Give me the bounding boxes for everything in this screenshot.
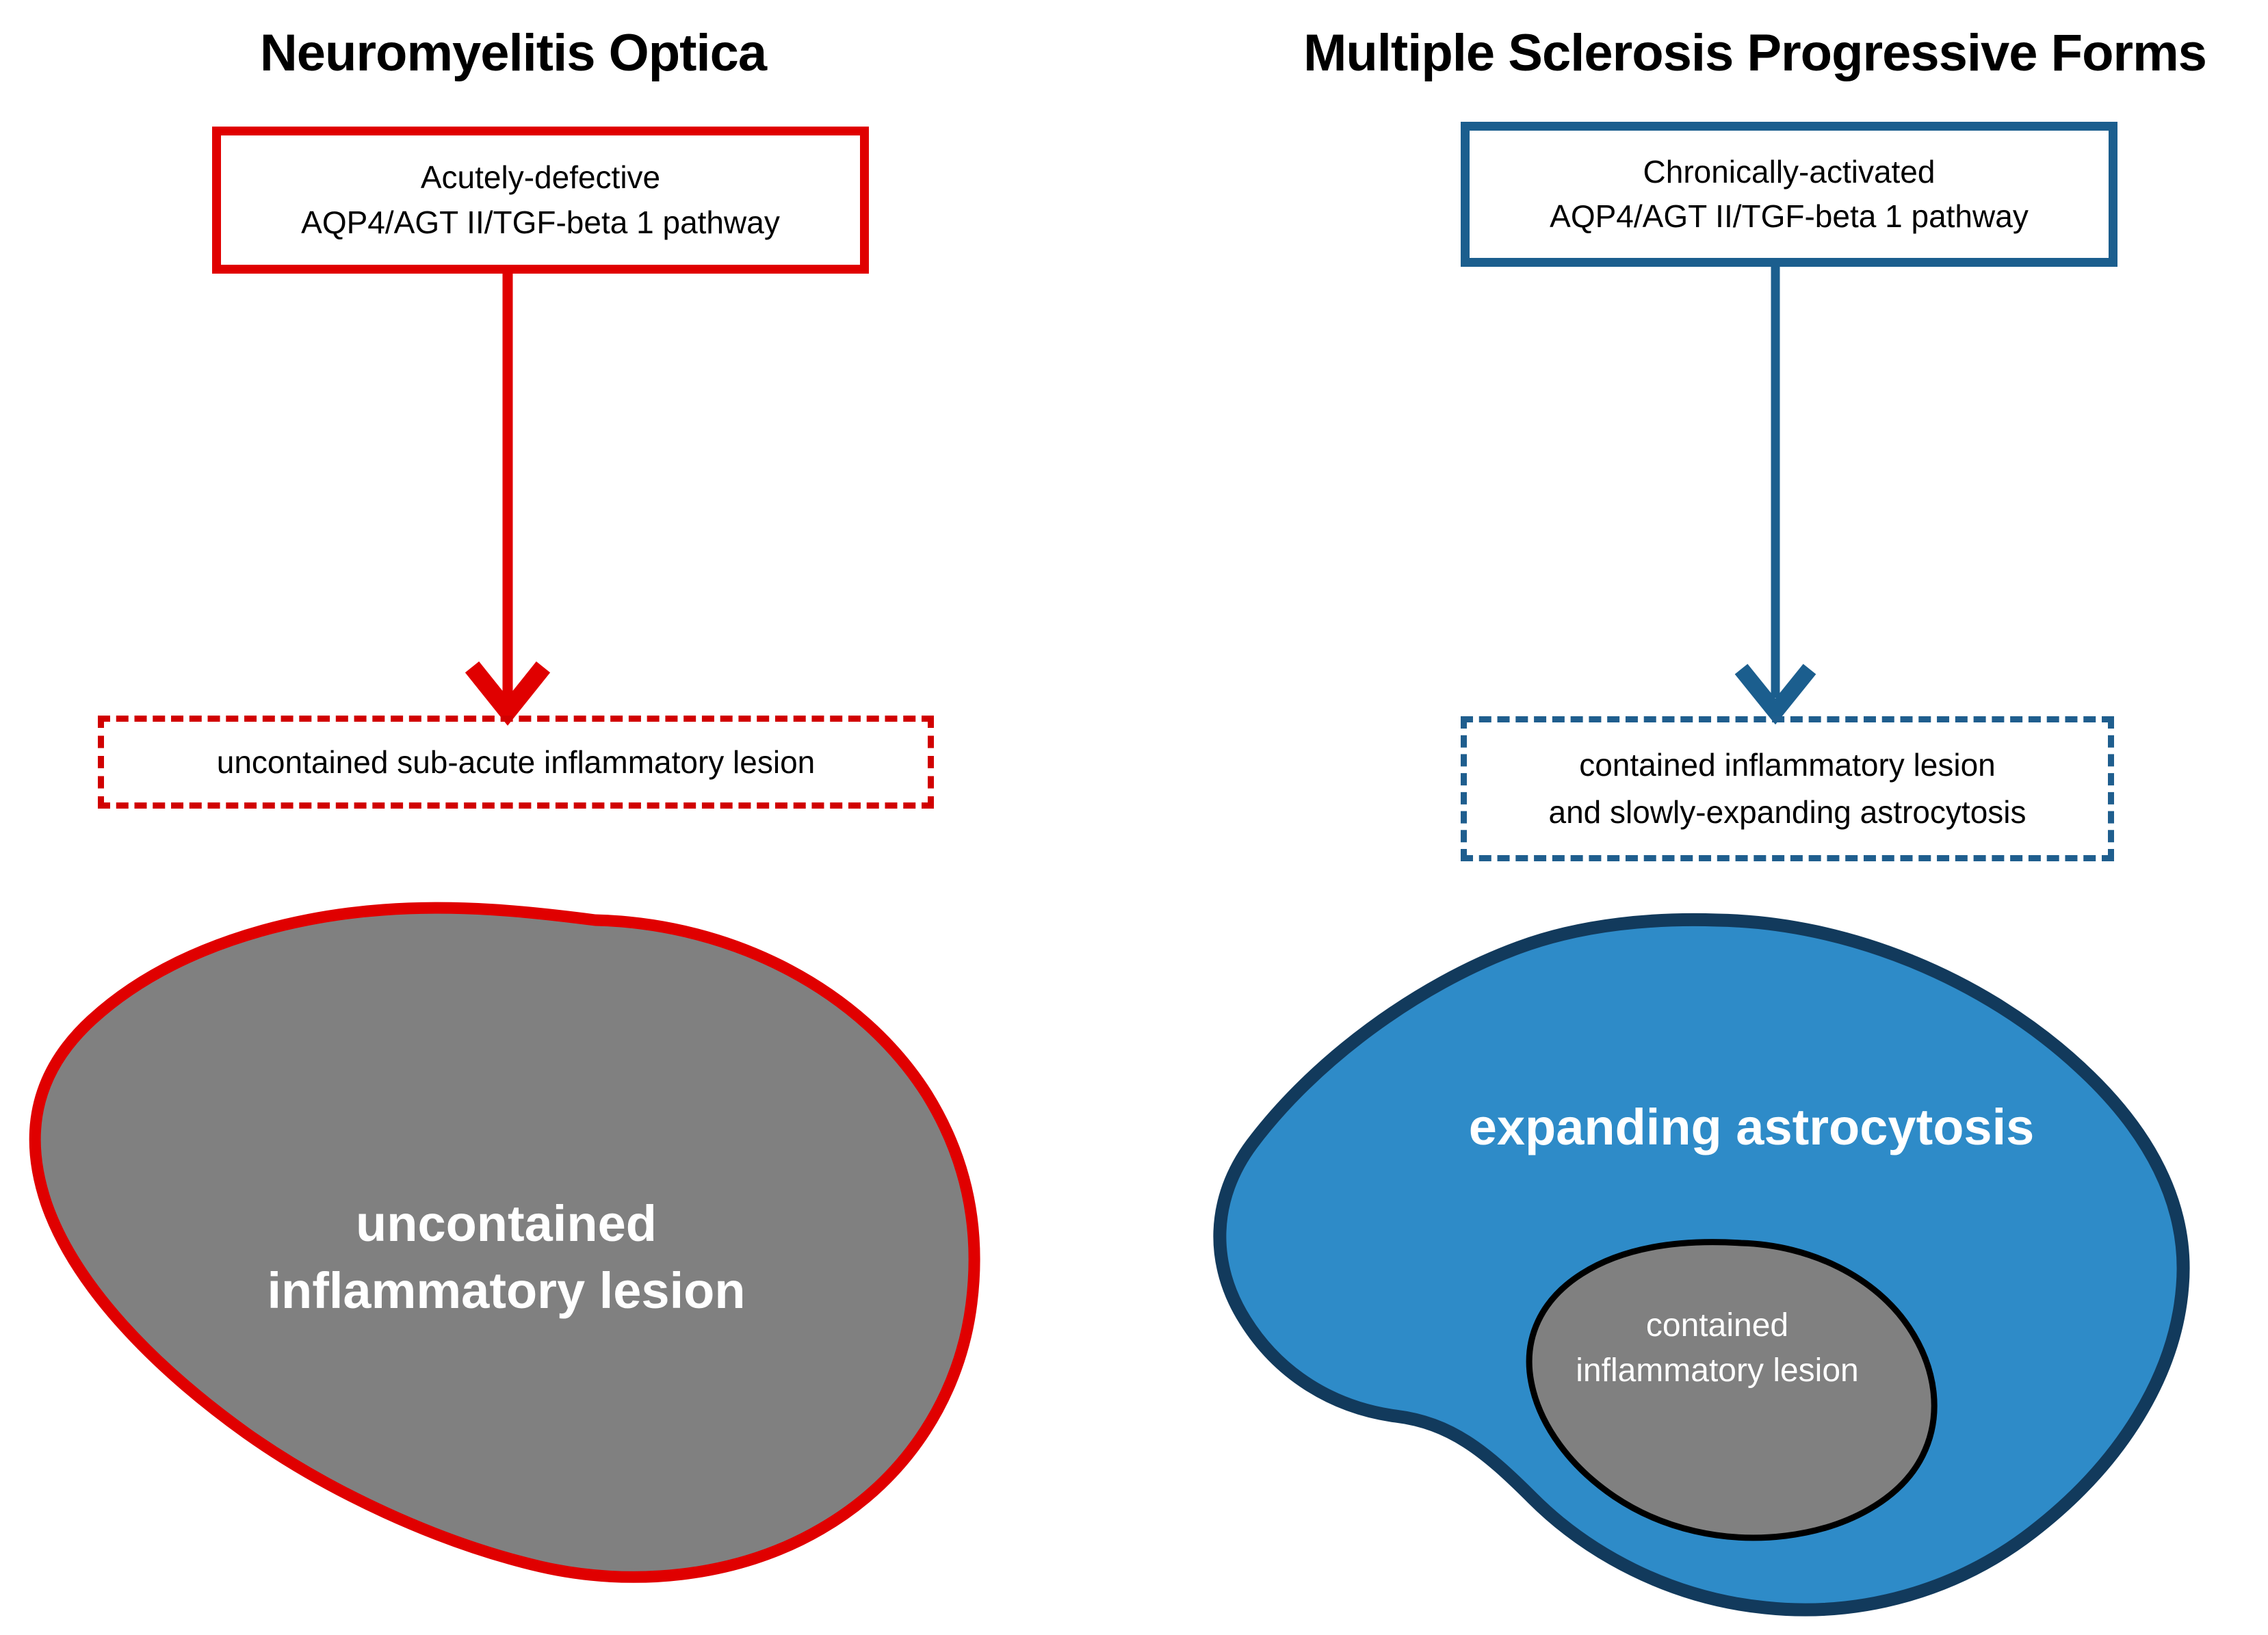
blob-contained-lesion: [1526, 1239, 1938, 1541]
pathway-box-nmo-line2: AQP4/AGT II/TGF-beta 1 pathway: [301, 204, 780, 240]
blob-uncontained-lesion: [29, 902, 980, 1583]
pathway-box-ms: Chronically-activated AQP4/AGT II/TGF-be…: [1461, 122, 2117, 267]
outcome-box-nmo: uncontained sub-acute inflammatory lesio…: [98, 716, 934, 809]
outcome-box-nmo-line1: uncontained sub-acute inflammatory lesio…: [216, 744, 816, 780]
pathway-box-nmo: Acutely-defective AQP4/AGT II/TGF-beta 1…: [212, 127, 869, 274]
pathway-box-nmo-line1: Acutely-defective: [420, 159, 661, 196]
column-title-multiple-sclerosis-progressive-forms: Multiple Sclerosis Progressive Forms: [1303, 24, 2207, 82]
outcome-box-ms-line1: contained inflammatory lesion: [1579, 747, 1996, 783]
outcome-box-ms-line2: and slowly-expanding astrocytosis: [1548, 794, 2026, 830]
outcome-box-ms: contained inflammatory lesion and slowly…: [1461, 716, 2114, 861]
pathway-box-ms-line2: AQP4/AGT II/TGF-beta 1 pathway: [1550, 198, 2029, 234]
column-title-neuromyelitis-optica: Neuromyelitis Optica: [259, 24, 767, 82]
pathway-box-ms-line1: Chronically-activated: [1643, 153, 1935, 189]
